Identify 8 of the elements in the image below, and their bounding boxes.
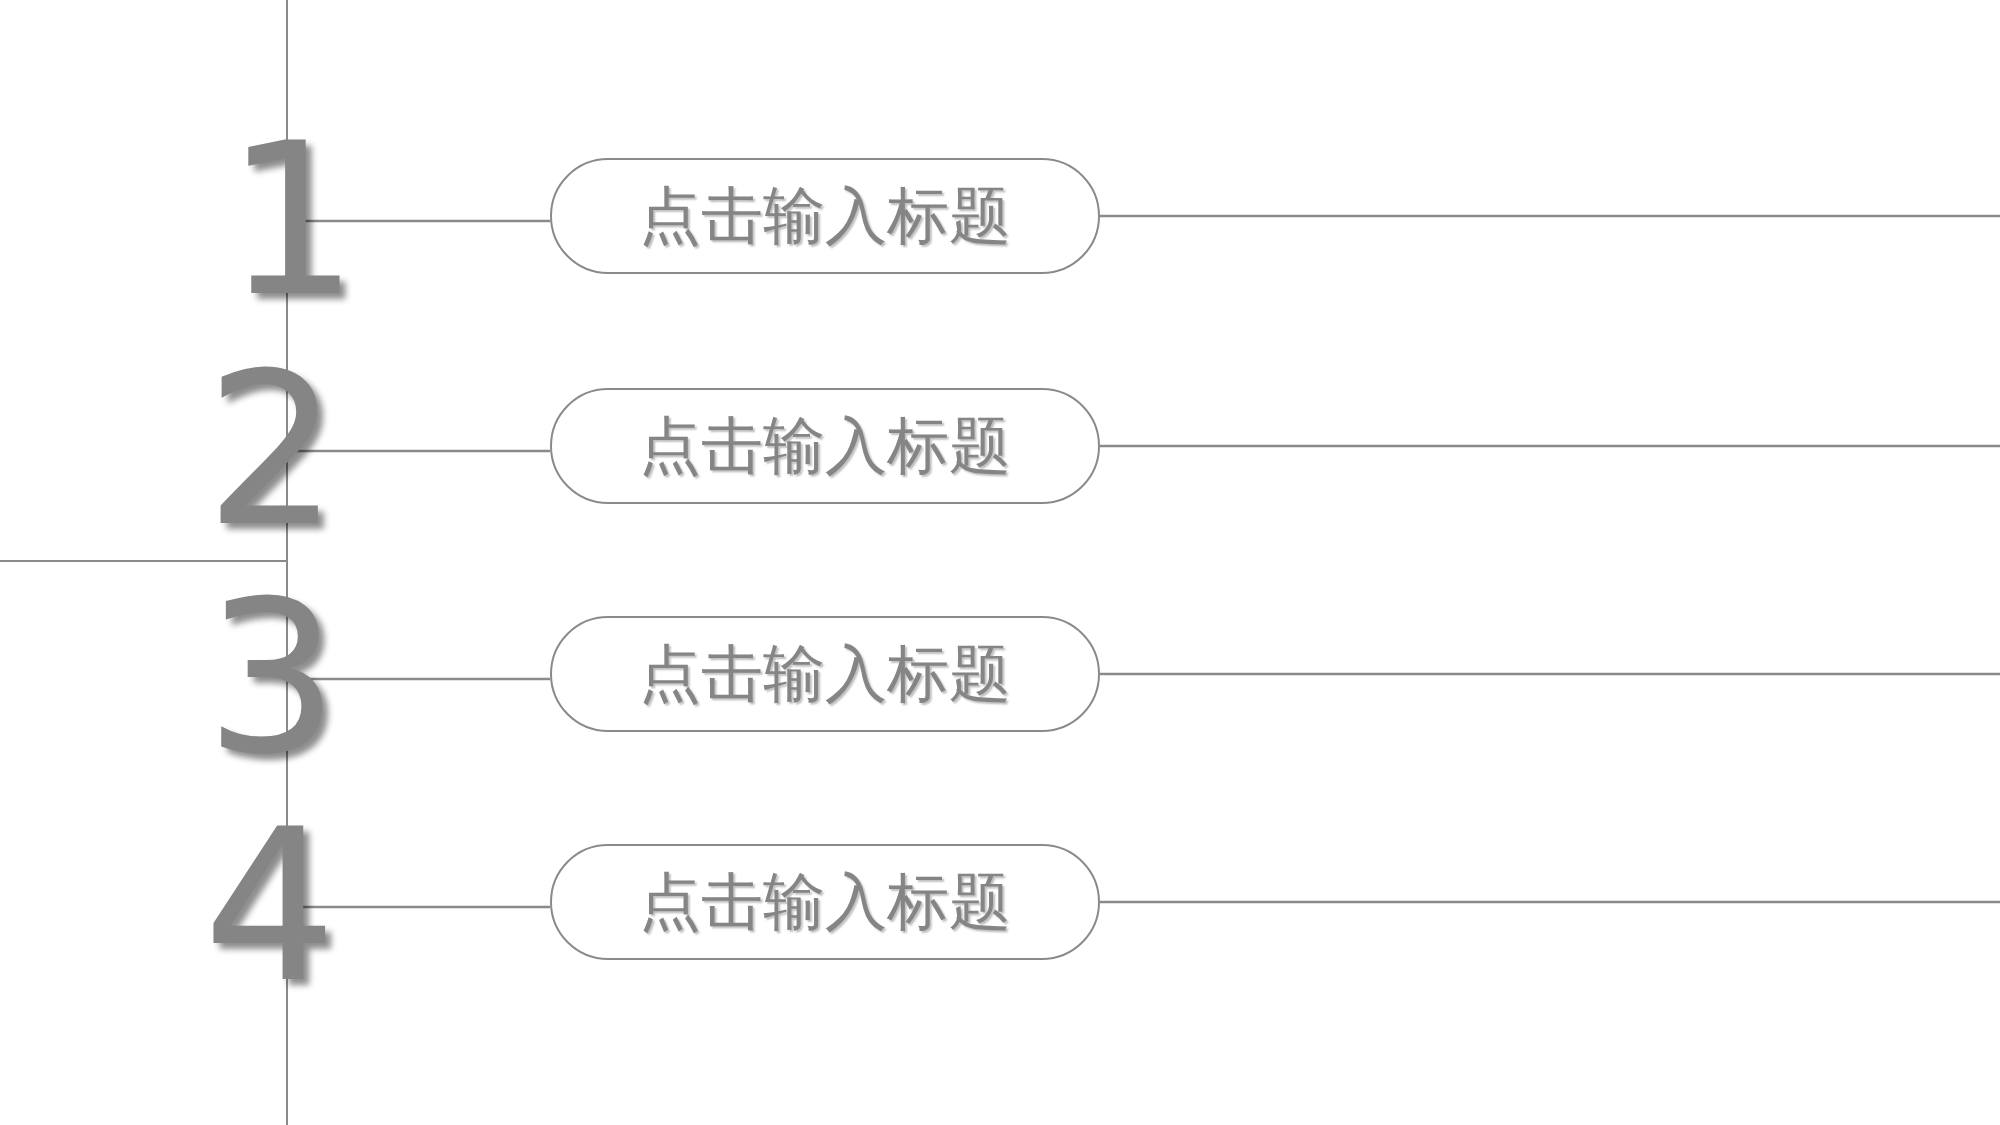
title-text: 点击输入标题 xyxy=(639,636,1011,712)
connector-line xyxy=(1100,444,2000,448)
connector-line xyxy=(1100,214,2000,218)
title-text: 点击输入标题 xyxy=(639,408,1011,484)
title-text: 点击输入标题 xyxy=(639,864,1011,940)
title-text: 点击输入标题 xyxy=(639,178,1011,254)
connector-line xyxy=(1100,672,2000,676)
connector-line xyxy=(1100,900,2000,904)
